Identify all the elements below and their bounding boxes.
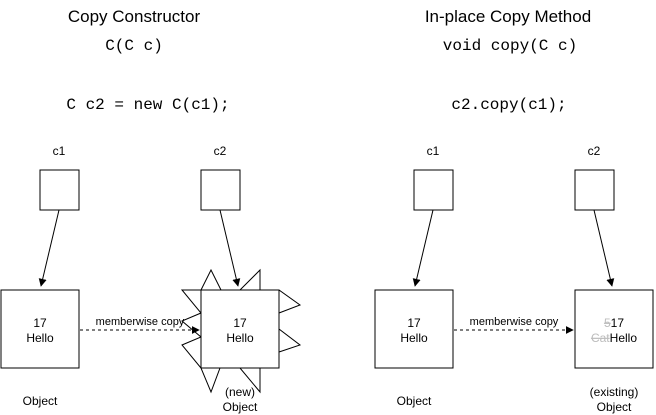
right-signature: void copy(C c) <box>443 37 577 55</box>
right-title: In-place Copy Method <box>425 7 591 26</box>
right-source-text: Hello <box>400 331 428 345</box>
left-ref-c1-label: c1 <box>53 144 66 158</box>
left-new-object-box <box>200 289 280 369</box>
left-source-caption: Object <box>23 394 58 408</box>
left-new-object-text: Hello <box>226 331 254 345</box>
left-ref-c1-box <box>39 169 80 211</box>
left-c1-pointer-arrow <box>38 209 60 287</box>
left-call: C c2 = new C(c1); <box>66 96 229 114</box>
right-source-value: 17 <box>407 316 421 330</box>
left-ref-c2-label: c2 <box>214 144 227 158</box>
inplace-copy-panel: In-place Copy Method void copy(C c) c2.c… <box>374 7 654 414</box>
left-new-caption-line2: Object <box>223 400 258 414</box>
right-existing-caption-line1: (existing) <box>590 385 639 399</box>
right-c2-pointer-arrow <box>593 209 615 287</box>
right-ref-c1-label: c1 <box>427 144 440 158</box>
right-existing-caption-line2: Object <box>597 400 632 414</box>
left-title: Copy Constructor <box>68 7 201 26</box>
copy-constructor-panel: Copy Constructor C(C c) C c2 = new C(c1)… <box>0 7 302 414</box>
right-existing-object-box <box>574 289 654 369</box>
left-ref-c2-box <box>200 169 241 211</box>
left-signature: C(C c) <box>105 37 163 55</box>
left-new-object-value: 17 <box>233 316 247 330</box>
left-c2-pointer-arrow <box>219 209 241 287</box>
right-ref-c2-label: c2 <box>588 144 601 158</box>
right-memberwise-copy-label: memberwise copy <box>470 316 559 328</box>
right-ref-c1-box <box>413 169 454 211</box>
left-source-object-box <box>0 289 80 369</box>
right-ref-c2-box <box>574 169 615 211</box>
left-source-text: Hello <box>26 331 54 345</box>
right-existing-old-text: Cat <box>591 331 610 345</box>
right-call: c2.copy(c1); <box>451 96 566 114</box>
right-source-object-box <box>374 289 454 369</box>
right-existing-new-value: 17 <box>611 316 625 330</box>
right-existing-new-text: Hello <box>610 331 638 345</box>
right-c1-pointer-arrow <box>412 209 434 287</box>
left-source-value: 17 <box>33 316 47 330</box>
right-source-caption: Object <box>397 394 432 408</box>
right-existing-text-line: CatHello <box>591 331 637 345</box>
right-existing-value-line: 517 <box>604 316 624 330</box>
left-new-caption-line1: (new) <box>225 385 255 399</box>
left-memberwise-copy-label: memberwise copy <box>96 316 185 328</box>
right-existing-old-value: 5 <box>604 316 611 330</box>
